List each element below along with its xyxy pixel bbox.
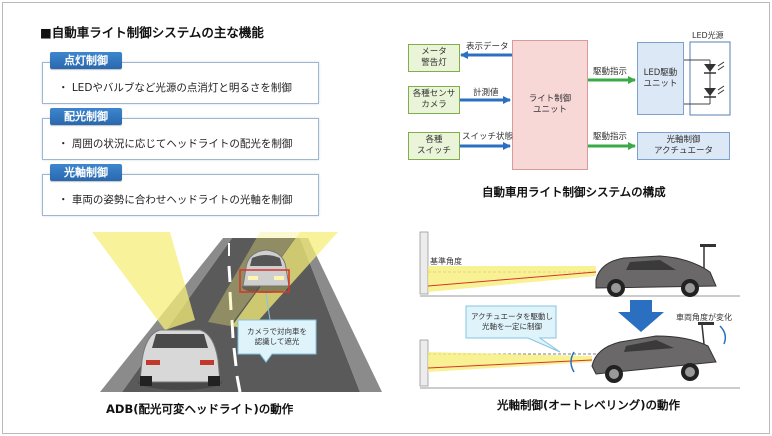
led-icon [704,88,716,96]
wall-upper [419,231,429,295]
reference-angle-label: 基準角度 [430,257,462,266]
function-desc-axis: ・ 車両の姿勢に合わせヘッドライトの光軸を制御 [58,194,293,206]
block-actuator: 光軸制御 アクチュエータ [637,132,730,160]
car-lower [591,322,717,383]
wall-lower [419,339,429,387]
led-icon [704,64,716,72]
oncoming-car [242,249,290,293]
function-tab-axis: 光軸制御 [50,164,122,181]
signal-display-data: 表示データ [466,42,509,52]
signal-measure: 計測値 [473,88,499,98]
beam-lower [428,352,592,372]
detection-box [239,269,290,293]
leveling-callout-shape [465,305,561,353]
leveling-callout-text: アクチュエータを駆動し 光軸を一定に制御 [470,312,554,331]
leveling-caption: 光軸制御(オートレベリング)の動作 [497,398,681,412]
block-led-driver: LED駆動 ユニット [637,42,684,115]
attitude-change-label: 車両角度が変化 [676,313,732,322]
block-switch: 各種 スイッチ [408,132,460,160]
block-meter: メータ 警告灯 [408,44,460,72]
signal-drive-led: 駆動指示 [593,67,628,77]
beam-axis-upper [427,271,597,287]
adb-caption: ADB(配光可変ヘッドライト)の動作 [106,402,294,416]
function-box-distribution [42,118,319,160]
system-caption: 自動車用ライト制御システムの構成 [482,185,666,199]
adb-callout-text: カメラで対向車を 認識して遮光 [247,327,307,346]
beam-axis-lower [427,359,593,369]
function-tab-lighting: 点灯制御 [50,52,122,69]
signal-drive-actuator: 駆動指示 [593,132,628,142]
function-desc-distribution: ・ 周囲の状況に応じてヘッドライトの配光を制御 [58,138,293,150]
function-box-lighting [42,62,319,104]
own-car [138,329,222,390]
transition-arrow [618,300,664,332]
block-sensor: 各種センサ カメラ [408,86,460,114]
signal-switch-state: スイッチ状態 [462,132,514,142]
function-desc-lighting: ・ LEDやバルブなど光源の点消灯と明るさを制御 [58,82,292,94]
block-light-control-unit: ライト制御 ユニット [512,40,588,170]
correction-arrow-left [570,351,575,373]
adb-callout-shape [237,319,317,363]
led-source-label: LED光源 [692,31,724,40]
functions-heading: ■自動車ライト制御システムの主な機能 [40,25,264,40]
attitude-arrow [719,325,727,345]
car-upper [595,244,717,297]
function-box-axis [42,174,319,216]
function-tab-distribution: 配光制御 [50,108,122,125]
beam-left [92,232,195,330]
